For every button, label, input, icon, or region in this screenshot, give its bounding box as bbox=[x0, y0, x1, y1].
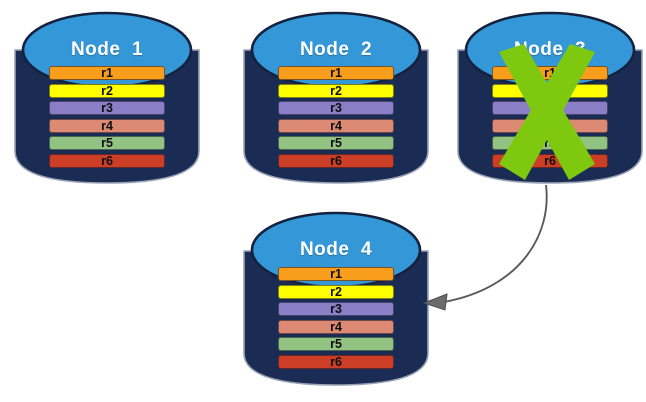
row-label: r3 bbox=[330, 302, 342, 317]
node-3[interactable]: Node 3 r1 r2 r3 r4 r5 r6 bbox=[455, 6, 645, 186]
node-1-rows: r1 r2 r3 r4 r5 r6 bbox=[12, 66, 202, 168]
node-1-row-r6[interactable]: r6 bbox=[49, 153, 165, 168]
node-3-row-r2[interactable]: r2 bbox=[492, 83, 608, 98]
row-label: r3 bbox=[330, 101, 342, 116]
node-4[interactable]: Node 4 r1 r2 r3 r4 r5 r6 bbox=[241, 205, 431, 389]
row-label: r1 bbox=[544, 66, 556, 80]
row-label: r4 bbox=[101, 118, 113, 133]
node-4-row-r5[interactable]: r5 bbox=[278, 337, 394, 352]
node-4-row-r2[interactable]: r2 bbox=[278, 284, 394, 299]
row-label: r4 bbox=[544, 118, 556, 133]
row-label: r5 bbox=[330, 337, 342, 352]
node-3-row-r3[interactable]: r3 bbox=[492, 101, 608, 116]
row-label: r5 bbox=[544, 136, 556, 151]
row-label: r2 bbox=[330, 83, 342, 98]
node-4-row-r6[interactable]: r6 bbox=[278, 354, 394, 369]
row-label: r2 bbox=[330, 284, 342, 299]
node-1-row-r3[interactable]: r3 bbox=[49, 101, 165, 116]
row-label: r5 bbox=[330, 136, 342, 151]
row-label: r2 bbox=[544, 83, 556, 98]
node-2-row-r6[interactable]: r6 bbox=[278, 153, 394, 168]
row-label: r3 bbox=[101, 101, 113, 116]
node-3-row-r4[interactable]: r4 bbox=[492, 118, 608, 133]
node-4-row-r4[interactable]: r4 bbox=[278, 319, 394, 334]
row-label: r6 bbox=[101, 153, 113, 168]
node-4-rows: r1 r2 r3 r4 r5 r6 bbox=[241, 267, 431, 369]
node-4-row-r3[interactable]: r3 bbox=[278, 302, 394, 317]
row-label: r6 bbox=[330, 354, 342, 369]
node-2[interactable]: Node 2 r1 r2 r3 r4 r5 r6 bbox=[241, 6, 431, 186]
row-label: r6 bbox=[544, 153, 556, 168]
node-4-row-r1[interactable]: r1 bbox=[278, 267, 394, 281]
row-label: r4 bbox=[330, 319, 342, 334]
node-3-row-r5[interactable]: r5 bbox=[492, 136, 608, 151]
node-1[interactable]: Node 1 r1 r2 r3 r4 r5 r6 bbox=[12, 6, 202, 186]
node-1-row-r5[interactable]: r5 bbox=[49, 136, 165, 151]
node-3-row-r1[interactable]: r1 bbox=[492, 66, 608, 80]
node-3-row-r6[interactable]: r6 bbox=[492, 153, 608, 168]
node-2-row-r1[interactable]: r1 bbox=[278, 66, 394, 80]
node-3-rows: r1 r2 r3 r4 r5 r6 bbox=[455, 66, 645, 168]
node-1-row-r1[interactable]: r1 bbox=[49, 66, 165, 80]
node-2-row-r5[interactable]: r5 bbox=[278, 136, 394, 151]
row-label: r1 bbox=[330, 66, 342, 80]
node-1-row-r4[interactable]: r4 bbox=[49, 118, 165, 133]
node-2-row-r2[interactable]: r2 bbox=[278, 83, 394, 98]
node-2-row-r4[interactable]: r4 bbox=[278, 118, 394, 133]
node-1-row-r2[interactable]: r2 bbox=[49, 83, 165, 98]
node-2-row-r3[interactable]: r3 bbox=[278, 101, 394, 116]
row-label: r1 bbox=[330, 267, 342, 281]
row-label: r6 bbox=[330, 153, 342, 168]
row-label: r4 bbox=[330, 118, 342, 133]
row-label: r3 bbox=[544, 101, 556, 116]
row-label: r1 bbox=[101, 66, 113, 80]
row-label: r5 bbox=[101, 136, 113, 151]
node-2-rows: r1 r2 r3 r4 r5 r6 bbox=[241, 66, 431, 168]
row-label: r2 bbox=[101, 83, 113, 98]
